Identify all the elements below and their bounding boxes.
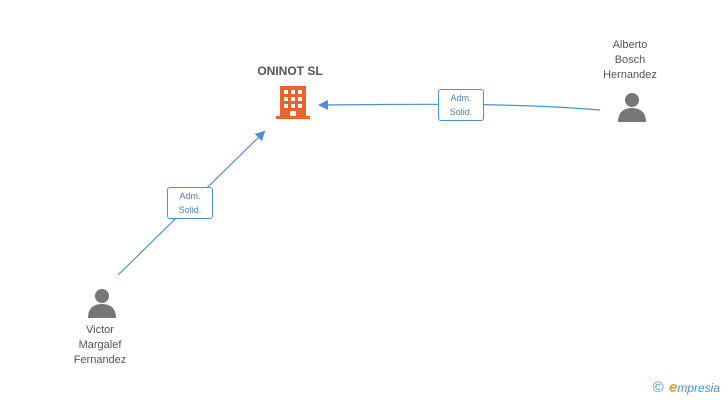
- relation-label-line: Solid.: [449, 107, 473, 117]
- relation-label-alberto[interactable]: Adm. Solid.: [438, 89, 484, 121]
- person-icon[interactable]: [615, 90, 649, 124]
- person-name-victor[interactable]: Victor Margalef Fernandez: [40, 323, 160, 368]
- person-name-alberto[interactable]: Alberto Bosch Hernandez: [570, 38, 690, 83]
- brand-initial: e: [668, 379, 678, 396]
- copyright-icon: ©: [652, 379, 664, 396]
- name-line: Alberto: [612, 39, 648, 51]
- company-name[interactable]: ONINOT SL: [257, 64, 323, 78]
- relation-label-victor[interactable]: Adm. Solid.: [167, 187, 213, 219]
- brand-name: mpresia: [677, 381, 720, 395]
- name-line: Margalef: [78, 339, 122, 351]
- building-icon[interactable]: [276, 84, 310, 120]
- brand-watermark: © empresia: [653, 379, 720, 396]
- person-icon[interactable]: [85, 286, 119, 320]
- name-line: Fernandez: [73, 354, 127, 366]
- relation-label-line: Adm.: [450, 93, 472, 103]
- relation-label-line: Adm.: [179, 191, 201, 201]
- relation-label-line: Solid.: [178, 205, 202, 215]
- name-line: Hernandez: [603, 69, 657, 81]
- name-line: Victor: [86, 324, 114, 336]
- name-line: Bosch: [614, 54, 646, 66]
